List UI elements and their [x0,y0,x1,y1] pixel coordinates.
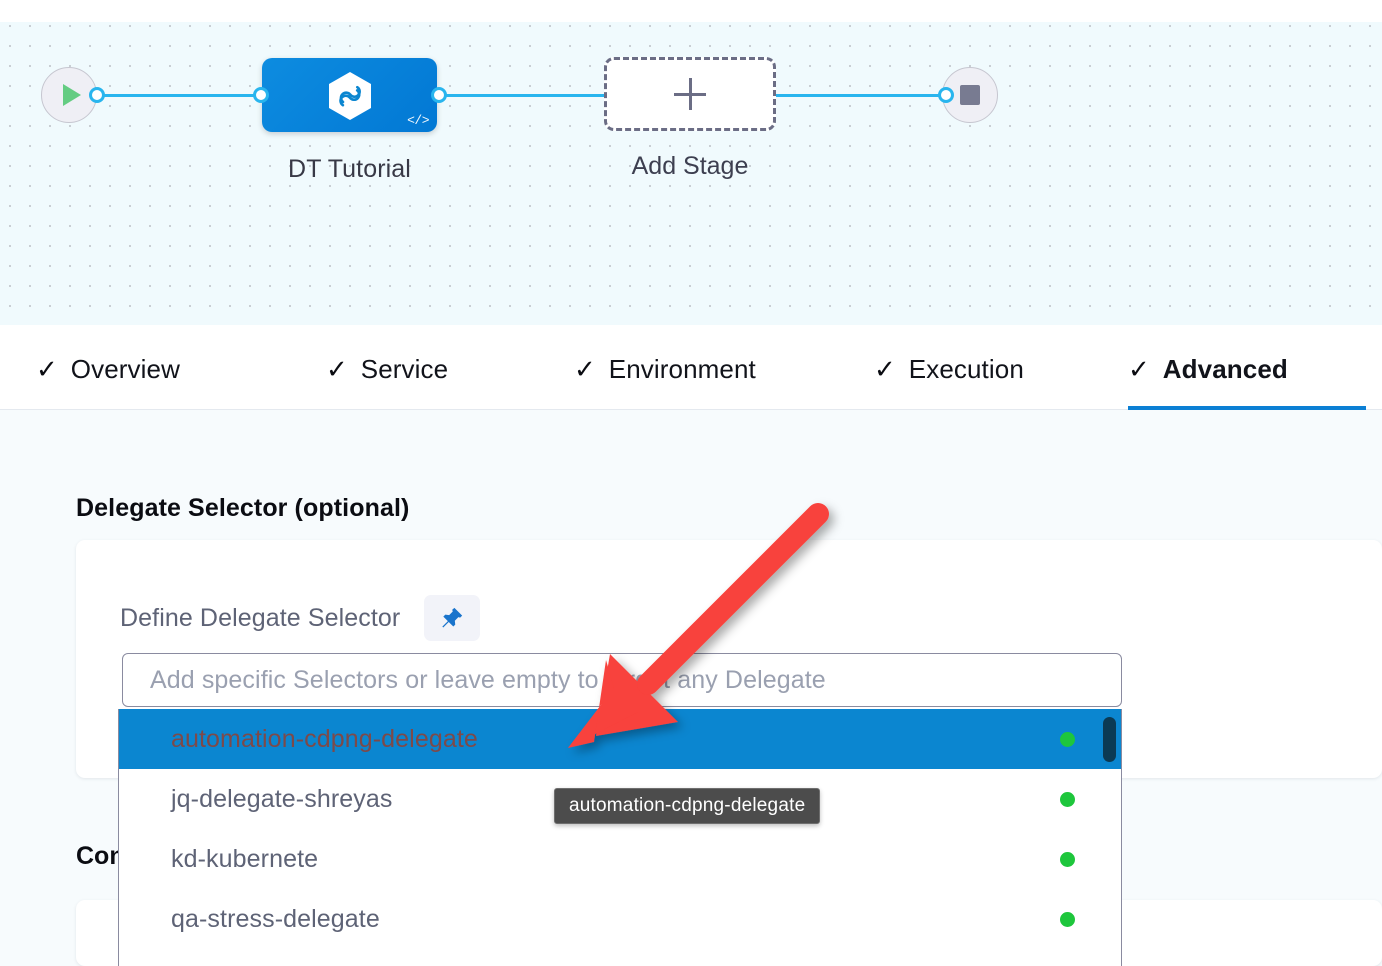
check-icon: ✓ [36,354,58,384]
check-icon: ✓ [1128,354,1150,384]
delegate-option-automation-cdpng-delegate[interactable]: automation-cdpng-delegate [119,709,1121,769]
tab-label: Advanced [1162,353,1288,384]
delegate-option-label: jq-delegate-shreyas [171,784,393,813]
tab-environment[interactable]: ✓ Environment [574,328,756,410]
plus-icon-vertical [688,78,692,110]
delegate-status-dot [1060,731,1075,747]
delegate-selector-heading: Delegate Selector (optional) [76,494,410,522]
stage-config-tabbar: ✓ Overview ✓ Service ✓ Environment ✓ Exe… [0,328,1382,410]
tab-advanced[interactable]: ✓ Advanced [1128,328,1366,410]
pushpin-icon [442,607,463,628]
delegate-status-dot [1060,851,1075,867]
port-stage-out[interactable] [431,87,447,103]
tab-execution[interactable]: ✓ Execution [874,328,1024,410]
delegate-status-dot [1060,791,1075,807]
delegate-option-label: automation-cdpng-delegate [171,724,478,753]
stop-icon [960,85,980,105]
canvas-top-margin [0,0,1382,22]
port-start-out[interactable] [89,87,105,103]
dropdown-scrollbar-thumb[interactable] [1103,717,1116,762]
add-stage-label: Add Stage [631,152,749,180]
port-stage-in[interactable] [253,87,269,103]
delegate-option-label: kd-kubernete [171,844,319,873]
connector-start-to-stage [96,94,271,97]
delegate-option-label: qa-stress-delegate [171,904,380,933]
active-tab-underline [1128,406,1366,410]
stage-code-badge: </> [407,113,429,128]
define-delegate-selector-row: Define Delegate Selector [120,595,481,641]
pushpin-icon-button[interactable] [424,595,481,641]
delegate-selector-placeholder: Add specific Selectors or leave empty to… [150,665,826,694]
canvas-bottom-edge [0,325,1382,328]
port-end-in[interactable] [938,87,954,103]
harness-hexagon-icon [328,72,371,120]
stage-label: DT Tutorial [288,155,411,183]
delegate-option-jq-delegate-shreyas[interactable]: jq-delegate-shreyas [119,769,1121,829]
pipeline-canvas[interactable]: </> DT Tutorial Add Stage [0,0,1382,328]
tab-overview[interactable]: ✓ Overview [36,328,180,410]
play-icon [62,84,81,106]
add-stage-button[interactable] [604,57,776,131]
tab-service[interactable]: ✓ Service [326,328,448,410]
delegate-status-dot [1060,911,1075,927]
delegate-option-qa-stress-delegate[interactable]: qa-stress-delegate [119,889,1121,949]
delegate-options-dropdown[interactable]: automation-cdpng-delegate jq-delegate-sh… [118,709,1122,966]
tab-label: Overview [70,353,180,384]
check-icon: ✓ [874,354,896,384]
tab-label: Environment [608,353,756,384]
delegate-name-tooltip: automation-cdpng-delegate [554,788,821,824]
define-delegate-selector-label: Define Delegate Selector [120,603,401,632]
delegate-selector-input[interactable]: Add specific Selectors or leave empty to… [122,653,1122,707]
check-icon: ✓ [326,354,348,384]
check-icon: ✓ [574,354,596,384]
delegate-option-kd-kubernete[interactable]: kd-kubernete [119,829,1121,889]
stage-node-dt-tutorial[interactable]: </> [262,58,437,132]
pipeline-start-node[interactable] [41,67,97,123]
advanced-tab-panel: Delegate Selector (optional) Conditional… [0,410,1382,966]
tab-label: Execution [908,353,1024,384]
tab-label: Service [360,353,449,384]
